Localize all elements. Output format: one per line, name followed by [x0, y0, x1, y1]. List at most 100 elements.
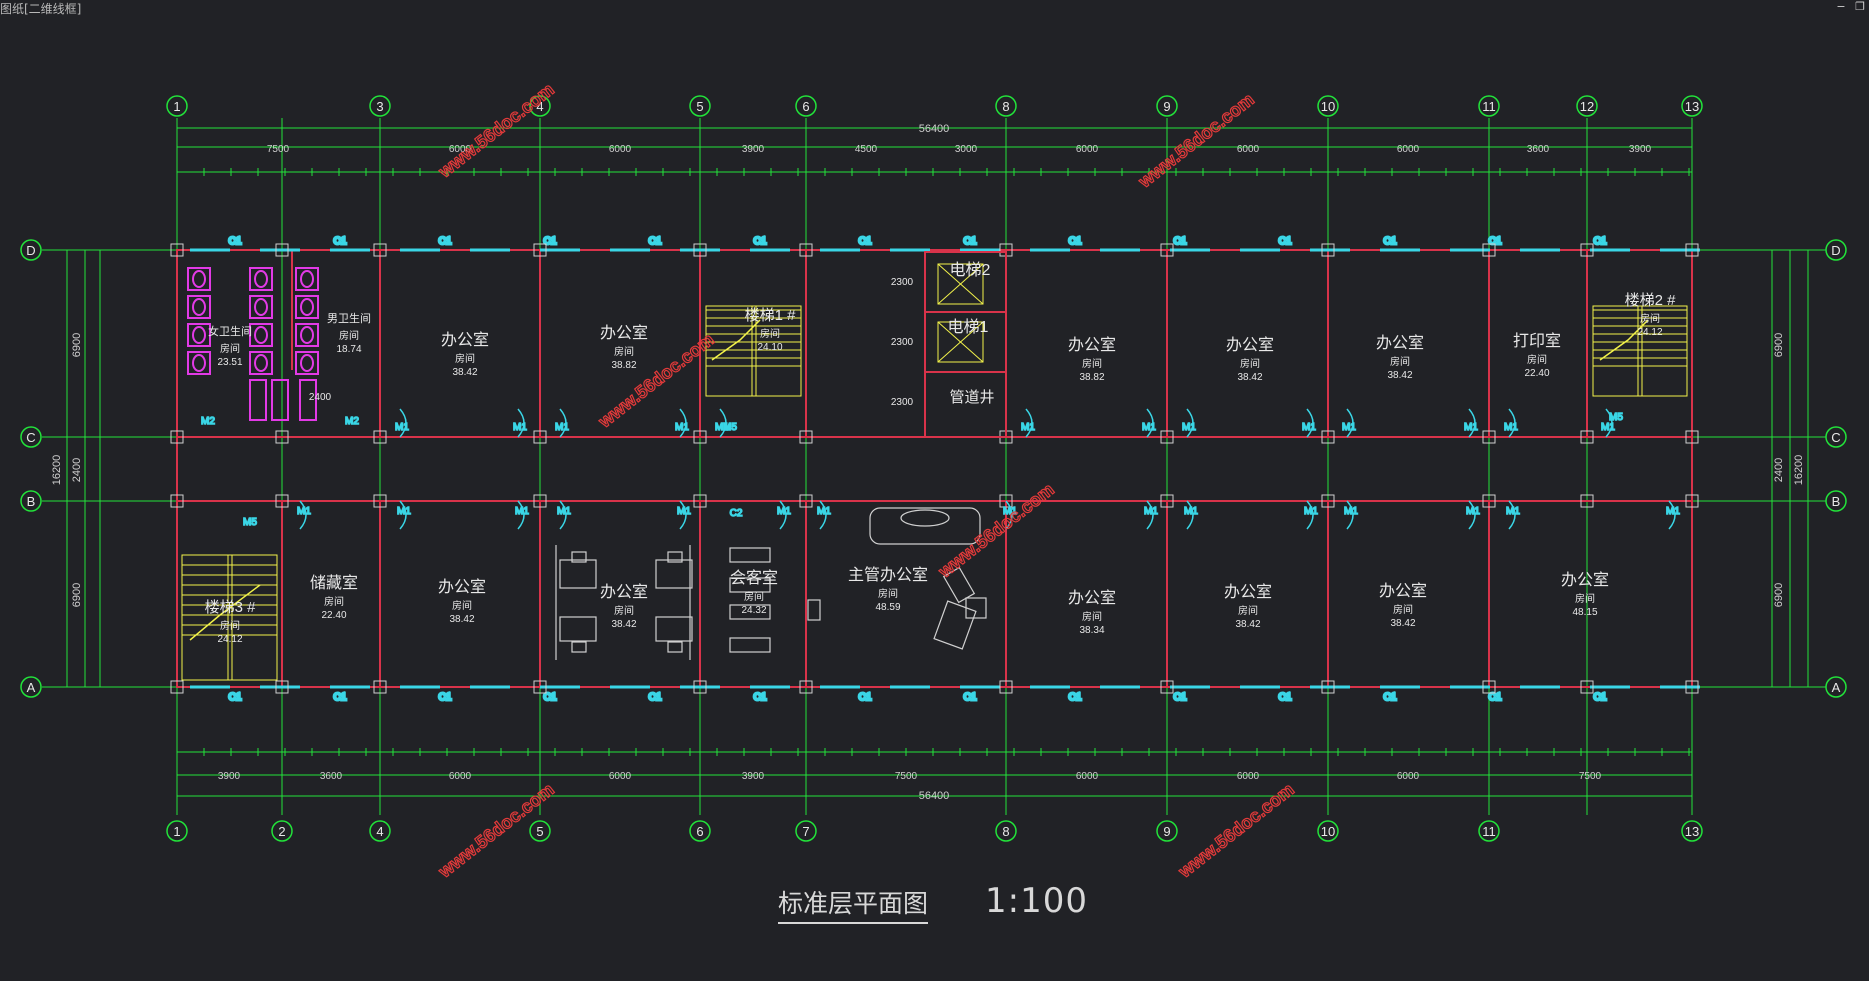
- room-sub: 房间: [324, 595, 344, 608]
- door-arc: [1508, 500, 1516, 530]
- door-label: M1: [1504, 422, 1518, 433]
- dim-value: 6000: [449, 771, 472, 782]
- column: [373, 243, 387, 257]
- column: [1160, 243, 1174, 257]
- column: [1321, 243, 1335, 257]
- walls: [176, 249, 1693, 688]
- dim-value: 7500: [267, 144, 290, 155]
- door-arc: [399, 408, 407, 438]
- room-name: 储藏室: [310, 574, 358, 592]
- axis-label: D: [26, 243, 35, 258]
- room-area: 38.42: [452, 367, 477, 378]
- axis-label: 8: [1002, 99, 1009, 114]
- dim-value: 6000: [1397, 144, 1420, 155]
- door-label: M1: [513, 422, 527, 433]
- door-arc: [1346, 500, 1354, 530]
- door-arc: [299, 500, 307, 530]
- door-label: M1: [555, 422, 569, 433]
- axis-bubble: [1478, 95, 1500, 117]
- grid-lines: [42, 118, 1826, 815]
- elevator-shaft-walls: [924, 251, 1007, 438]
- column: [1482, 430, 1496, 444]
- room-name: 楼梯1 #: [745, 307, 797, 324]
- column: [533, 430, 547, 444]
- room-name: 办公室: [1068, 589, 1116, 607]
- window-label: C1: [334, 692, 347, 703]
- room-name: 男卫生间: [327, 311, 371, 325]
- room-sub: 房间: [614, 604, 634, 617]
- watermark-text: www.56doc.com: [934, 479, 1058, 582]
- axis-label: 11: [1482, 824, 1496, 839]
- toilet: [187, 351, 211, 375]
- door-label: M1: [1021, 422, 1035, 433]
- column: [999, 494, 1013, 508]
- door-label: M1: [715, 422, 729, 433]
- window-label: C1: [439, 692, 452, 703]
- toilet: [187, 267, 211, 291]
- axis-label: A: [27, 680, 36, 695]
- door-label: M1: [557, 506, 571, 517]
- column: [1685, 243, 1699, 257]
- room-name: 电梯2: [950, 261, 991, 279]
- dim-right-top: 6900: [1773, 333, 1785, 357]
- axis-label: C: [1831, 430, 1840, 445]
- axis-bubble: [369, 820, 391, 842]
- room-name: 打印室: [1513, 332, 1561, 350]
- room-sub: 房间: [614, 345, 634, 358]
- axis-label: 1: [173, 824, 180, 839]
- axis-label: 9: [1163, 824, 1170, 839]
- column: [1482, 243, 1496, 257]
- room-sub: 房间: [220, 619, 240, 632]
- room-area: 38.42: [1387, 370, 1412, 381]
- toilet-bowl: [192, 298, 206, 316]
- room-name: 办公室: [441, 331, 489, 349]
- door-label: M1: [1342, 422, 1356, 433]
- column: [533, 494, 547, 508]
- dim-right-bottom: 6900: [1773, 583, 1785, 607]
- toilet-bowl: [300, 354, 314, 372]
- watermark-text: www.56doc.com: [1174, 779, 1298, 882]
- stair-1: [705, 305, 802, 397]
- axis-label: 13: [1685, 824, 1699, 839]
- axis-bubble: [1825, 490, 1847, 512]
- minimize-button[interactable]: −: [1836, 0, 1846, 13]
- column: [275, 430, 289, 444]
- axis-bubble: [995, 820, 1017, 842]
- restore-button[interactable]: ❐: [1855, 0, 1865, 13]
- window-label: C1: [1384, 692, 1397, 703]
- dim-value: 6000: [1076, 144, 1099, 155]
- axis-bubble: [1825, 676, 1847, 698]
- watermark-text: www.56doc.com: [1134, 89, 1258, 192]
- dim-label: 2300: [891, 397, 914, 408]
- window-controls: − ❐: [1830, 0, 1865, 13]
- window-label: C2: [730, 508, 743, 519]
- column: [693, 680, 707, 694]
- room-area: 22.40: [1524, 368, 1549, 379]
- axis-label: 6: [802, 99, 809, 114]
- window-label: C1: [1594, 692, 1607, 703]
- door-arc: [1146, 500, 1154, 530]
- door-label: M1: [1666, 506, 1680, 517]
- window-label: C1: [1174, 236, 1187, 247]
- column: [170, 494, 184, 508]
- door-label: M1: [395, 422, 409, 433]
- dim-value: 6000: [609, 144, 632, 155]
- door-arc: [1605, 408, 1613, 438]
- axis-bubble: [689, 820, 711, 842]
- column: [373, 430, 387, 444]
- toilet-bowl: [192, 326, 206, 344]
- dim-value: 3900: [218, 771, 241, 782]
- room-name: 楼梯2 #: [1625, 292, 1677, 309]
- axis-label: 4: [376, 824, 383, 839]
- room-area: 24.12: [1637, 327, 1662, 338]
- door-arc: [1186, 408, 1194, 438]
- axis-bubble: [166, 820, 188, 842]
- axis-bubble: [529, 820, 551, 842]
- door-label: M1: [677, 506, 691, 517]
- door-arc: [1668, 500, 1676, 530]
- dim-total-top: 56400: [919, 123, 950, 135]
- door-arc: [517, 500, 525, 530]
